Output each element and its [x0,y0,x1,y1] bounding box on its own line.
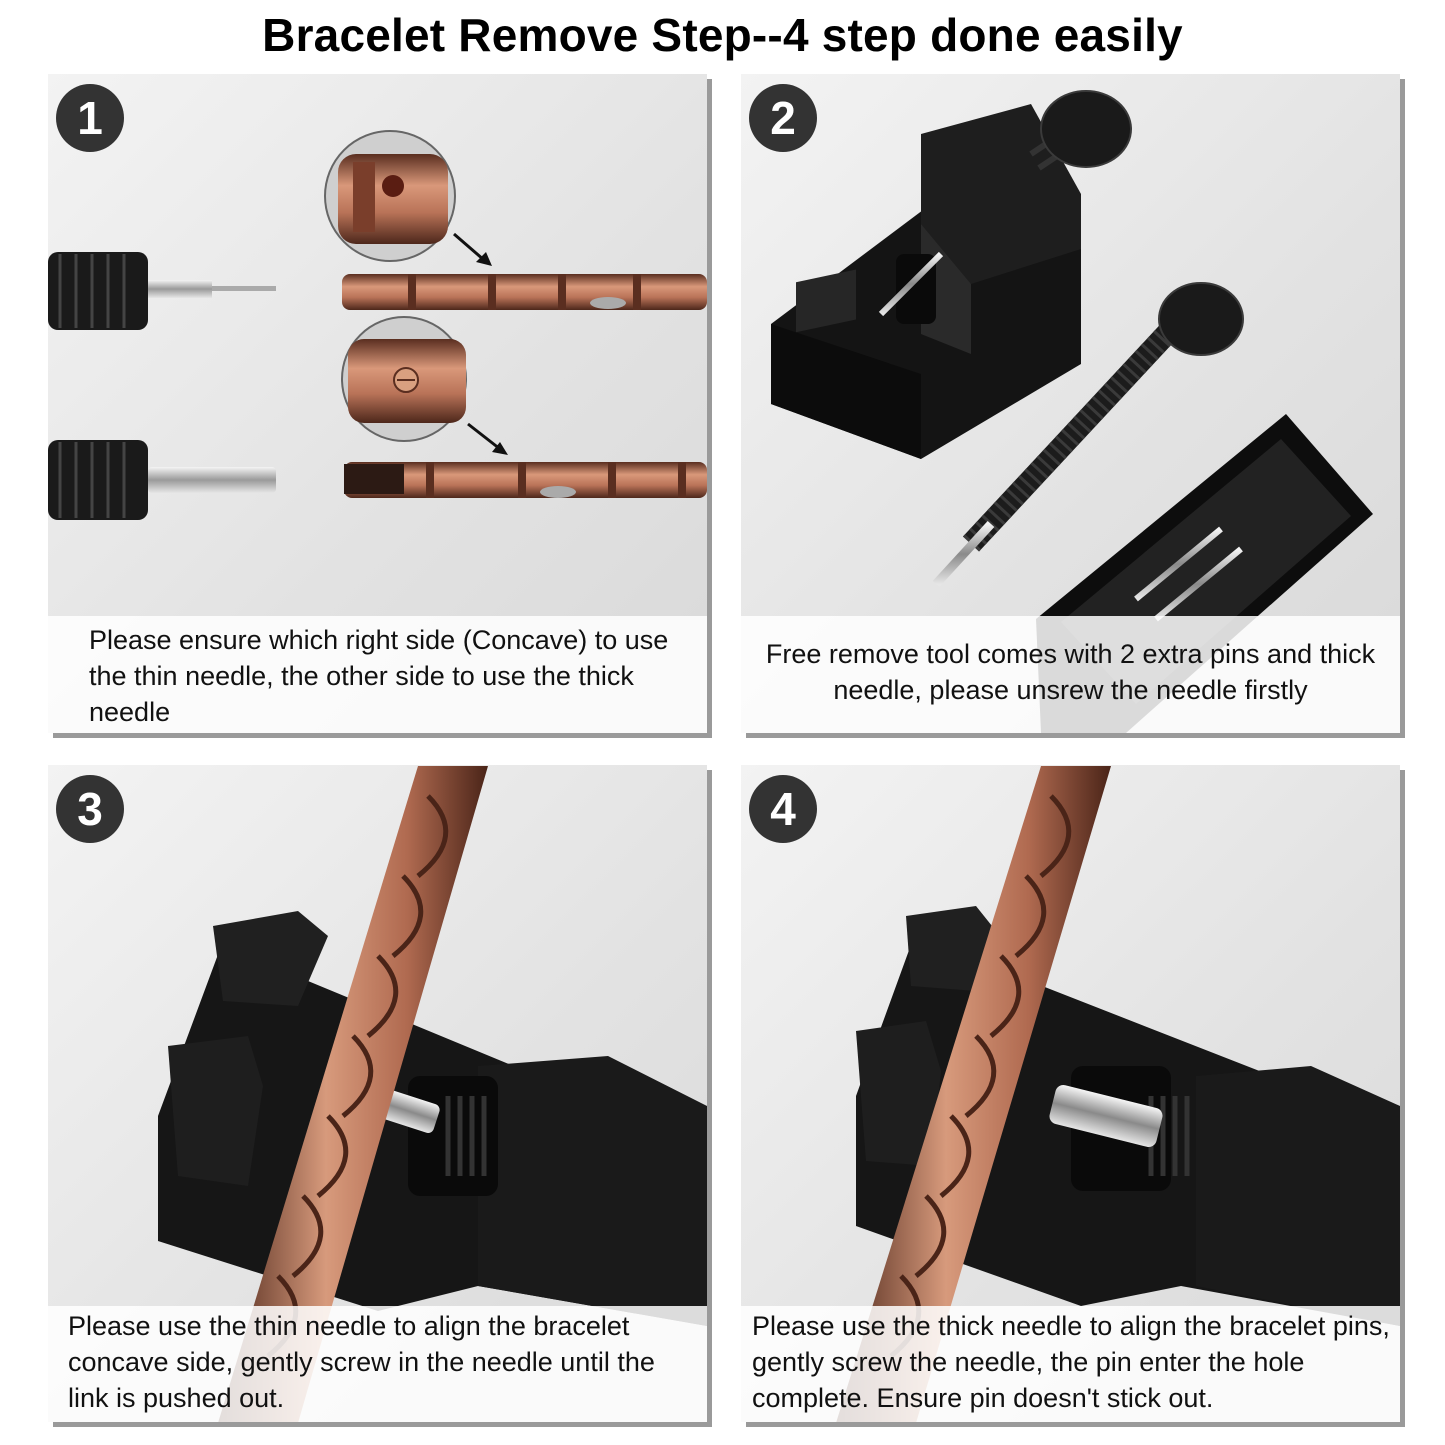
step-3-illustration [158,766,707,1422]
concave-link-zoom-icon [324,130,456,262]
step-number-badge: 2 [749,84,817,152]
step-caption: Please use the thick needle to align the… [741,1306,1400,1422]
tool-with-bracelet-icon [836,766,1400,1422]
step-number-badge: 1 [56,84,124,152]
bracelet-links-icon [344,462,707,498]
tool-with-bracelet-icon [158,766,707,1422]
step-caption: Please ensure which right side (Concave)… [48,616,707,733]
thick-needle-icon [48,440,276,520]
step-number-badge: 4 [749,775,817,843]
step-4-panel: 4 [741,765,1400,1422]
spare-needle-icon [932,282,1244,588]
step-caption: Please use the thin needle to align the … [48,1306,707,1422]
page-title: Bracelet Remove Step--4 step done easily [262,9,1183,61]
pin-link-zoom-icon [341,316,467,442]
step-1-panel: 1 [48,74,707,733]
link-remover-tool-icon [771,90,1132,459]
bracelet-links-icon [342,274,707,310]
step-4-illustration [836,766,1400,1422]
step-3-panel: 3 [48,765,707,1422]
step-1-illustration [48,130,707,520]
step-2-panel: 2 [741,74,1400,733]
arrow-icon [467,422,508,455]
arrow-icon [453,232,492,266]
thin-needle-icon [48,252,276,330]
step-number-badge: 3 [56,775,124,843]
step-caption: Free remove tool comes with 2 extra pins… [741,616,1400,733]
